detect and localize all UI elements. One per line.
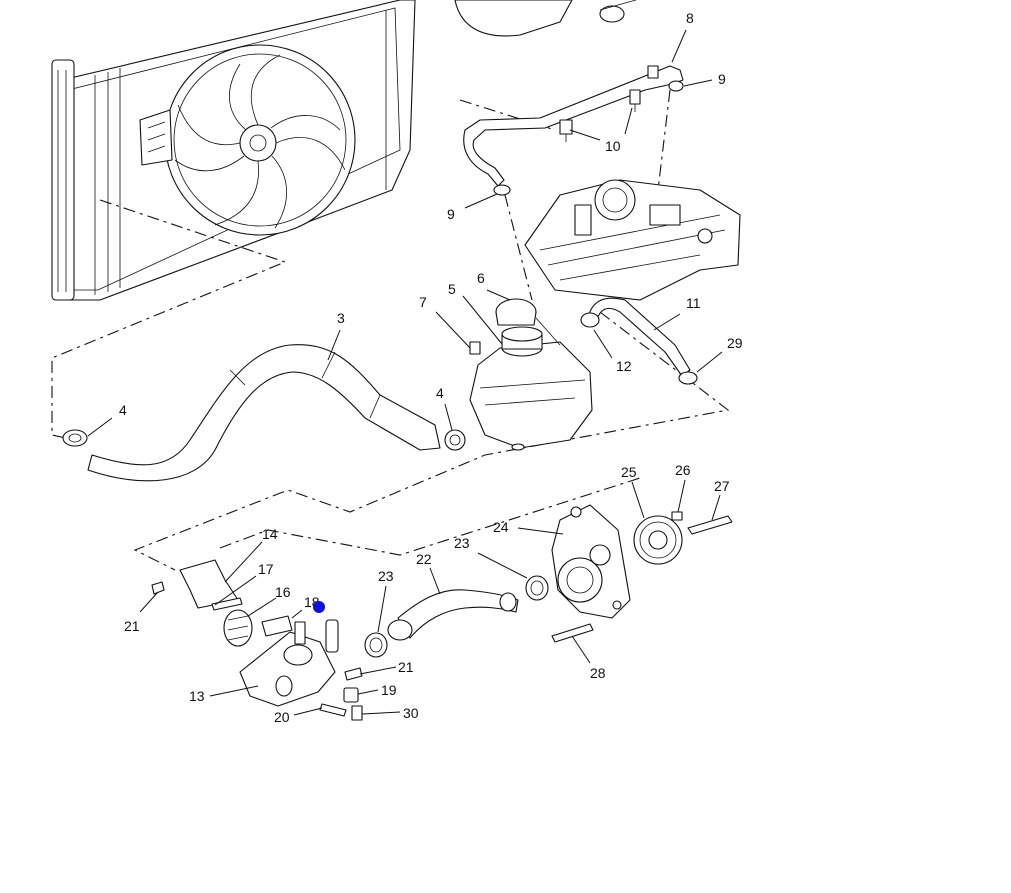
callout-25: 25 bbox=[621, 464, 637, 480]
callout-19: 19 bbox=[381, 682, 397, 698]
callout-9: 9 bbox=[718, 71, 726, 87]
water-pump-assembly bbox=[525, 504, 733, 643]
selection-marker-dot[interactable] bbox=[313, 601, 325, 613]
callout-27: 27 bbox=[714, 478, 730, 494]
callout-23: 23 bbox=[378, 568, 394, 584]
lower-radiator-hose bbox=[62, 344, 466, 482]
leader-lines bbox=[87, 29, 723, 716]
callout-16: 16 bbox=[275, 584, 291, 600]
callout-9: 9 bbox=[447, 206, 455, 222]
callout-8: 8 bbox=[686, 10, 694, 26]
callouts: 8 9 10 9 6 7 5 11 3 29 12 4 4 25 26 27 2… bbox=[119, 10, 743, 725]
callout-21: 21 bbox=[398, 659, 414, 675]
callout-22: 22 bbox=[416, 551, 432, 567]
callout-17: 17 bbox=[258, 561, 274, 577]
callout-6: 6 bbox=[477, 270, 485, 286]
callout-30: 30 bbox=[403, 705, 419, 721]
coolant-reservoir bbox=[469, 298, 593, 451]
callout-21: 21 bbox=[124, 618, 140, 634]
callout-3: 3 bbox=[337, 310, 345, 326]
callout-5: 5 bbox=[448, 281, 456, 297]
callout-4: 4 bbox=[119, 402, 127, 418]
callout-14: 14 bbox=[262, 526, 278, 542]
callout-12: 12 bbox=[616, 358, 632, 374]
callout-10: 10 bbox=[605, 138, 621, 154]
radiator-fan-assembly bbox=[51, 0, 416, 301]
upper-hose-top bbox=[454, 0, 637, 37]
engine-throttle-body bbox=[524, 179, 741, 301]
callout-28: 28 bbox=[590, 665, 606, 681]
callout-11: 11 bbox=[686, 295, 701, 311]
callout-7: 7 bbox=[419, 294, 427, 310]
vent-hose bbox=[580, 297, 698, 385]
callout-29: 29 bbox=[727, 335, 743, 351]
bypass-pipe bbox=[463, 65, 684, 196]
callout-23: 23 bbox=[454, 535, 470, 551]
callout-24: 24 bbox=[493, 519, 509, 535]
callout-4: 4 bbox=[436, 385, 444, 401]
thermostat-housing-group bbox=[151, 559, 363, 721]
callout-13: 13 bbox=[189, 688, 205, 704]
water-pump-inlet-hose bbox=[364, 589, 519, 658]
callout-20: 20 bbox=[274, 709, 290, 725]
callout-26: 26 bbox=[675, 462, 691, 478]
